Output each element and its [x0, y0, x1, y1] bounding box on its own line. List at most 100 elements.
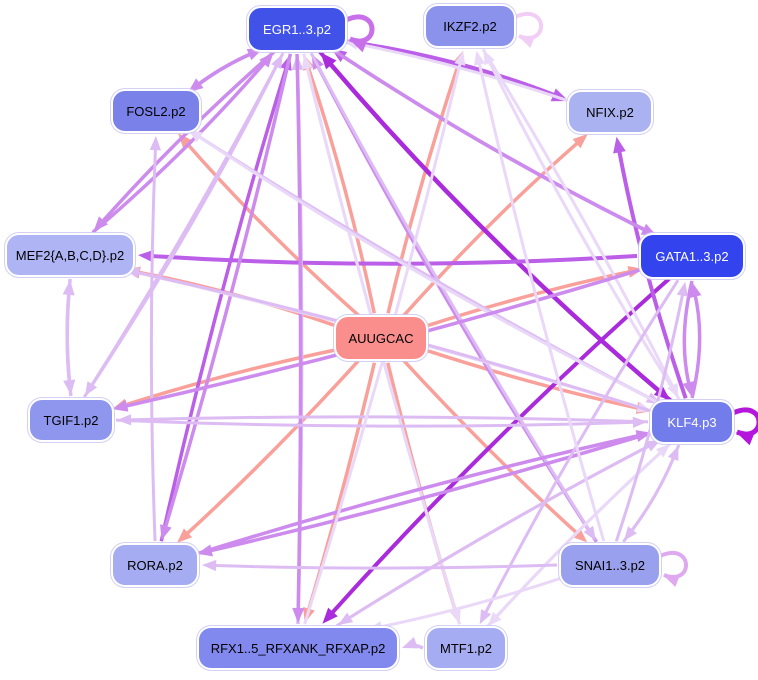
edge-EGR1-TGIF1-arrowhead — [84, 381, 98, 397]
edge-EGR1-RFX — [295, 53, 303, 613]
edge-AUUGCAC-FOSL2 — [183, 139, 361, 317]
edge-KLF4-RORA — [206, 430, 653, 554]
edge-KLF4-SNAI1 — [628, 444, 681, 534]
node-TGIF1[interactable]: TGIF1.p2 — [30, 400, 112, 440]
node-label: IKZF2.p2 — [443, 18, 497, 34]
node-RORA[interactable]: RORA.p2 — [113, 545, 197, 585]
edge-SNAI1-EGR1 — [314, 62, 598, 543]
edge-RORA-FOSL2 — [149, 145, 158, 542]
edge-GATA1-KLF4 — [682, 280, 694, 388]
node-label: TGIF1.p2 — [43, 412, 99, 428]
edge-EGR1-GATA1 — [329, 46, 649, 233]
self-loop-KLF4 — [731, 407, 758, 437]
node-GATA1[interactable]: GATA1..3.p2 — [641, 235, 743, 277]
edge-EGR1-SNAI1 — [309, 52, 592, 534]
node-AUUGCAC[interactable]: AUUGCAC — [336, 317, 426, 359]
edge-KLF4-FOSL2-arrowhead — [188, 129, 203, 143]
edge-GATA1-MEF2 — [148, 253, 638, 266]
edge-KLF4-TGIF1-arrowhead — [116, 414, 132, 426]
edge-AUUGCAC-EGR1 — [305, 64, 376, 314]
edge-KLF4-RFX-arrowhead — [338, 612, 354, 625]
edge-EGR1-FOSL2-arrowhead — [188, 78, 204, 93]
edge-IKZF2-KLF4 — [481, 48, 676, 391]
edge-KLF4-TGIF1 — [126, 415, 649, 424]
edge-SNAI1-RORA-arrowhead — [202, 559, 217, 572]
edge-RORA-EGR1 — [159, 64, 289, 542]
edge-MTF1-RFX-arrowhead — [402, 637, 419, 649]
edge-KLF4-IKZF2-arrowhead — [483, 50, 495, 66]
self-loop-KLF4-arrowhead — [736, 431, 755, 446]
node-label: GATA1..3.p2 — [655, 248, 729, 264]
node-label: SNAI1..3.p2 — [574, 557, 646, 573]
edge-SNAI1-IKZF2 — [477, 60, 606, 542]
edge-KLF4-NFIX-arrowhead — [613, 136, 626, 154]
node-IKZF2[interactable]: IKZF2.p2 — [426, 6, 514, 46]
edge-AUUGCAC-GATA1 — [423, 269, 634, 329]
node-FOSL2[interactable]: FOSL2.p2 — [113, 91, 199, 131]
node-MTF1[interactable]: MTF1.p2 — [427, 628, 505, 668]
node-EGR1[interactable]: EGR1..3.p2 — [249, 8, 345, 50]
edge-TGIF1-KLF4 — [115, 418, 638, 428]
node-label: RORA.p2 — [127, 557, 183, 573]
edge-EGR1-MTF1-arrowhead — [449, 608, 461, 624]
self-loop-IKZF2 — [514, 12, 543, 40]
edge-KLF4-IKZF2 — [486, 58, 681, 400]
node-label: NFIX.p2 — [586, 104, 634, 120]
edge-AUUGCAC-NFIX — [402, 139, 582, 317]
edge-TGIF1-MEF2 — [65, 290, 73, 397]
node-MEF2[interactable]: MEF2{A,B,C,D}.p2 — [7, 235, 133, 275]
edge-EGR1-GATA1-arrowhead — [640, 223, 657, 236]
edge-GATA1-MTF1-arrowhead — [479, 609, 492, 625]
node-SNAI1[interactable]: SNAI1..3.p2 — [561, 545, 659, 585]
edge-SNAI1-RORA — [211, 563, 558, 570]
edge-EGR1-KLF4-arrowhead — [653, 385, 671, 401]
self-loop-SNAI1-arrowhead — [663, 574, 681, 587]
edge-MEF2-EGR1 — [91, 59, 269, 234]
edge-NFIX-EGR1 — [353, 41, 571, 103]
edge-EGR1-KLF4 — [318, 50, 663, 395]
edge-RORA-KLF4 — [195, 433, 642, 556]
edge-RFX-IKZF2-arrowhead — [454, 50, 466, 66]
edge-AUUGCAC-IKZF2 — [386, 60, 462, 314]
self-loop-SNAI1 — [659, 551, 688, 579]
edge-RORA-FOSL2-arrowhead — [149, 135, 162, 151]
edge-GATA1-TGIF1-arrowhead — [112, 399, 129, 412]
edge-KLF4-GATA1 — [690, 291, 702, 399]
node-label: EGR1..3.p2 — [263, 21, 331, 37]
edge-EGR1-FOSL2 — [195, 46, 265, 88]
node-RFX[interactable]: RFX1..5_RFXANK_RFXAP.p2 — [199, 628, 397, 668]
node-label: FOSL2.p2 — [126, 103, 186, 119]
edge-EGR1-RORA-arrowhead — [160, 524, 172, 541]
edge-AUUGCAC-RORA-arrowhead — [176, 528, 193, 543]
edge-EGR1-MEF2-arrowhead — [93, 216, 108, 232]
edge-GATA1-RFX-arrowhead — [322, 607, 338, 624]
edge-KLF4-MTF1-arrowhead — [487, 612, 502, 627]
edge-KLF4-FOSL2 — [195, 133, 663, 406]
node-label: MTF1.p2 — [439, 640, 492, 656]
edge-KLF4-RORA-arrowhead — [197, 544, 213, 557]
edge-KLF4-MTF1 — [493, 441, 672, 620]
edge-KLF4-SNAI1-arrowhead — [623, 526, 637, 541]
edge-SNAI1-GATA1-arrowhead — [676, 281, 688, 297]
edge-EGR1-SNAI1-arrowhead — [583, 525, 596, 541]
edge-GATA1-MEF2-arrowhead — [137, 249, 155, 263]
edge-EGR1-RFX-arrowhead — [292, 607, 305, 623]
edge-AUUGCAC-KLF4 — [423, 348, 642, 411]
self-loop-IKZF2-arrowhead — [518, 35, 536, 48]
node-label: RFX1..5_RFXANK_RFXAP.p2 — [210, 640, 386, 656]
edge-SNAI1-IKZF2-arrowhead — [474, 50, 486, 66]
node-NFIX[interactable]: NFIX.p2 — [569, 92, 651, 132]
self-loop-EGR1 — [344, 14, 375, 44]
edge-EGR1-MEF2 — [99, 50, 276, 225]
node-label: AUUGCAC — [348, 330, 414, 346]
edge-AUUGCAC-TGIF1 — [121, 347, 338, 408]
edge-GATA1-KLF4-arrowhead — [682, 381, 695, 397]
edge-AUUGCAC-RORA — [183, 359, 361, 538]
edge-EGR1-TGIF1 — [88, 52, 285, 389]
edge-AUUGCAC-NFIX-arrowhead — [572, 133, 588, 149]
edge-SNAI1-RFX — [377, 575, 565, 629]
edge-KLF4-RFX — [345, 438, 663, 621]
node-KLF4[interactable]: KLF4.p3 — [652, 402, 732, 442]
self-loop-EGR1-arrowhead — [349, 38, 368, 53]
